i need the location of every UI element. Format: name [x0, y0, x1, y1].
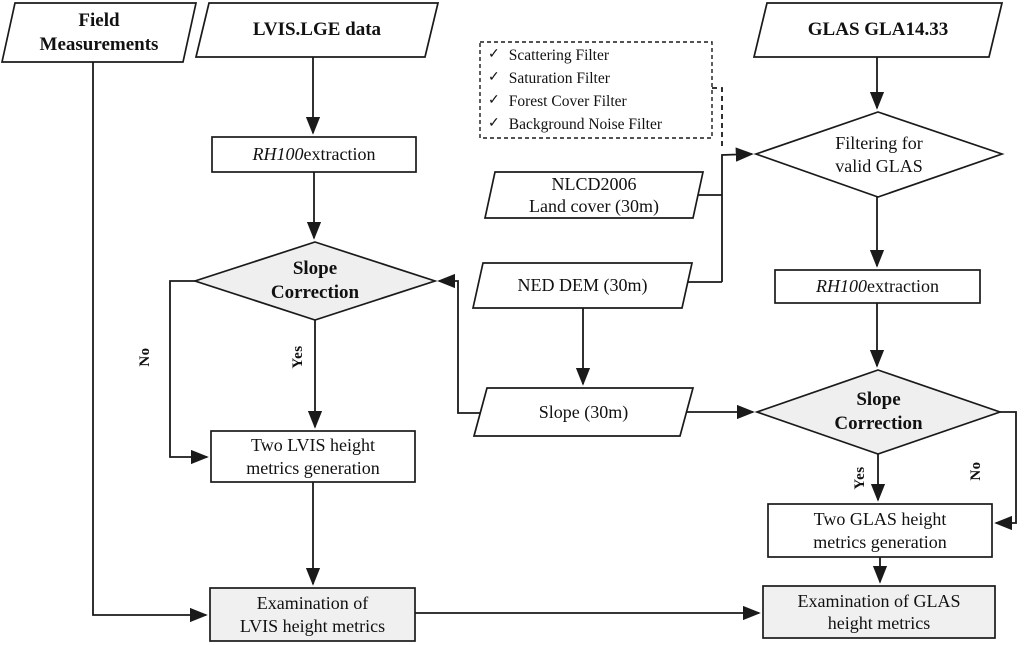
- lvis-exam-box: [209, 587, 416, 642]
- filter-checklist-box: [479, 41, 713, 139]
- nlcd-shape: [483, 171, 705, 219]
- filter-item-label: Scattering Filter: [508, 47, 610, 64]
- connector-slope-to-lvis-slope: [437, 273, 480, 414]
- lvis-metrics-box: [210, 430, 416, 483]
- connector-lvis-slope-no: [169, 280, 209, 465]
- glas-yes-label: Yes: [851, 466, 868, 490]
- connector-filterbox-dashed: [712, 87, 723, 150]
- glas-rh100-box: [774, 269, 981, 304]
- lvis-data-shape: [194, 2, 440, 58]
- filter-item-label: Saturation Filter: [508, 69, 610, 87]
- filter-item-label: Forest Cover Filter: [508, 92, 627, 110]
- glas-no-label: No: [967, 461, 984, 481]
- filter-checklist: ✓ Scattering Filter ✓ Saturation Filter …: [488, 47, 708, 133]
- node-shapes: [0, 2, 1005, 642]
- slope-shape: [472, 387, 695, 437]
- glas-exam-box: [762, 585, 996, 639]
- field-measurements-shape: [0, 2, 198, 63]
- lvis-slope-diamond: [192, 241, 438, 321]
- check-icon: ✓: [488, 46, 500, 62]
- filter-item: ✓ Saturation Filter: [488, 70, 708, 87]
- connector-field-to-exam: [92, 62, 208, 623]
- lvis-rh100-box: [211, 136, 417, 173]
- filter-item: ✓ Background Noise Filter: [488, 116, 708, 133]
- check-icon: ✓: [488, 69, 500, 85]
- filter-item-label: Background Noise Filter: [508, 115, 662, 133]
- glas-slope-diamond: [754, 369, 1003, 455]
- filter-item: ✓ Forest Cover Filter: [488, 93, 708, 110]
- connector-junction-to-filtering: [721, 147, 754, 282]
- glas-metrics-box: [767, 503, 993, 558]
- ned-dem-shape: [471, 262, 694, 309]
- connector-glas-slope-no: [994, 411, 1017, 531]
- lvis-yes-label: Yes: [289, 345, 306, 369]
- check-icon: ✓: [488, 115, 500, 131]
- check-icon: ✓: [488, 92, 500, 108]
- glas-filtering-diamond: [753, 111, 1005, 198]
- lvis-no-label: No: [136, 347, 153, 367]
- glas-data-shape: [752, 2, 1004, 58]
- filter-item: ✓ Scattering Filter: [488, 47, 708, 64]
- connector-group: [92, 57, 1017, 623]
